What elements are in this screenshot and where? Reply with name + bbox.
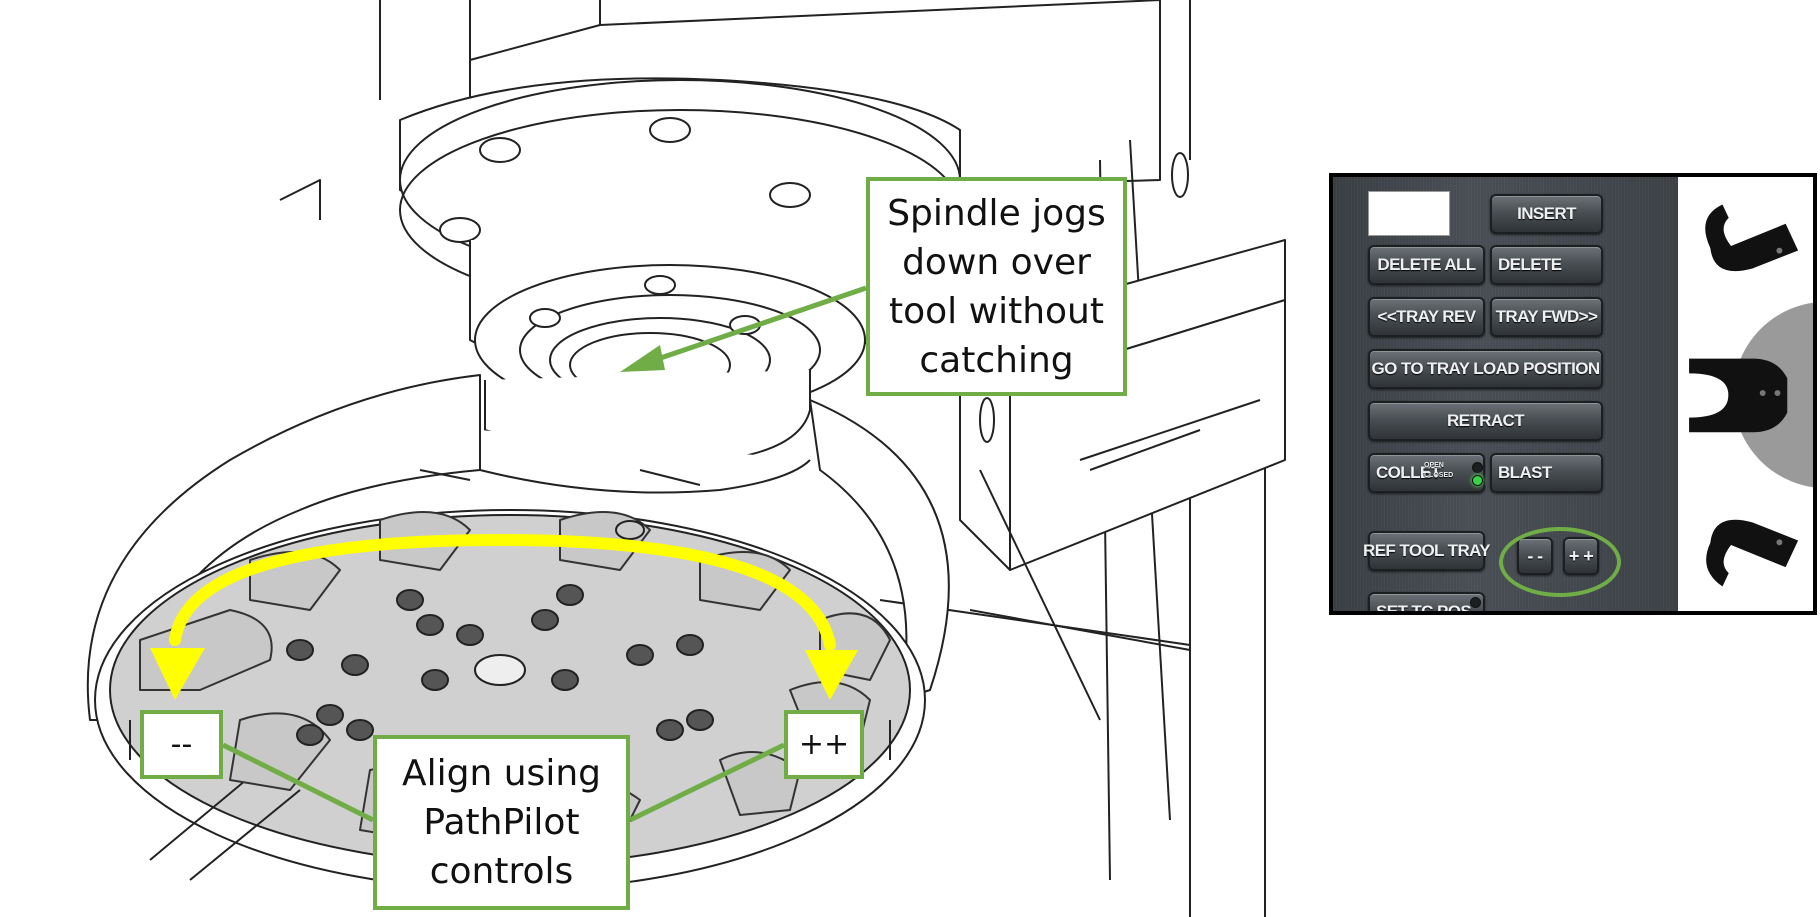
blast-label: BLAST xyxy=(1498,463,1552,482)
collet-closed-led xyxy=(1472,475,1483,486)
set-tc-pos-label: SET TC POS xyxy=(1376,602,1472,615)
tray-fwd-button[interactable]: TRAY FWD>> xyxy=(1490,297,1603,337)
go-to-tray-load-position-button[interactable]: GO TO TRAY LOAD POSITION xyxy=(1368,349,1603,389)
tray-preview xyxy=(1689,204,1813,587)
tray-rev-label: <<TRAY REV xyxy=(1377,307,1477,326)
go-to-tray-load-label: GO TO TRAY LOAD POSITION xyxy=(1371,359,1600,378)
insert-button[interactable]: INSERT xyxy=(1490,194,1603,234)
callout-spindle-jogs: Spindle jogs down over tool without catc… xyxy=(866,177,1127,396)
retract-label: RETRACT xyxy=(1446,411,1525,430)
tool-number-field[interactable] xyxy=(1368,191,1450,236)
ref-tool-tray-label: REF TOOL TRAY xyxy=(1363,541,1491,560)
tool-carousel xyxy=(86,374,950,891)
callout-leaders xyxy=(221,285,867,823)
rotation-arrow xyxy=(150,533,858,700)
jog-highlight-ring xyxy=(1499,527,1621,597)
delete-label: DELETE xyxy=(1498,255,1562,274)
callout-spindle-text: Spindle jogs down over tool without catc… xyxy=(887,192,1106,381)
blast-button[interactable]: BLAST xyxy=(1490,453,1603,493)
retract-button[interactable]: RETRACT xyxy=(1368,401,1603,441)
delete-button[interactable]: DELETE xyxy=(1490,245,1603,285)
label-minus: -- xyxy=(140,710,223,779)
insert-label: INSERT xyxy=(1517,204,1576,223)
collet-button[interactable]: COLLET OPEN CLOSED xyxy=(1368,453,1485,493)
label-plus-text: ++ xyxy=(798,727,850,762)
pathpilot-panel: INSERT DELETE ALL DELETE <<TRAY REV TRAY… xyxy=(1329,173,1817,615)
tray-rev-button[interactable]: <<TRAY REV xyxy=(1368,297,1485,337)
callout-align-pathpilot: Align using PathPilot controls xyxy=(373,735,630,910)
set-tc-pos-led xyxy=(1470,597,1481,608)
ref-tool-tray-button[interactable]: REF TOOL TRAY xyxy=(1363,531,1491,571)
tray-fwd-label: TRAY FWD>> xyxy=(1495,307,1598,326)
collet-state-labels: OPEN CLOSED xyxy=(1424,461,1453,481)
collet-open-label: OPEN xyxy=(1424,462,1444,469)
panel-controls: INSERT DELETE ALL DELETE <<TRAY REV TRAY… xyxy=(1333,177,1678,611)
spindle xyxy=(399,77,961,494)
label-minus-text: -- xyxy=(170,727,193,762)
collet-open-led xyxy=(1472,462,1483,473)
label-plus: ++ xyxy=(784,710,864,779)
delete-all-button[interactable]: DELETE ALL xyxy=(1368,245,1485,285)
collet-label: COLLET xyxy=(1376,463,1441,482)
callout-align-text: Align using PathPilot controls xyxy=(402,753,601,892)
delete-all-label: DELETE ALL xyxy=(1377,255,1476,274)
collet-closed-label: CLOSED xyxy=(1424,472,1454,479)
set-tc-pos-button[interactable]: SET TC POS xyxy=(1368,592,1485,615)
